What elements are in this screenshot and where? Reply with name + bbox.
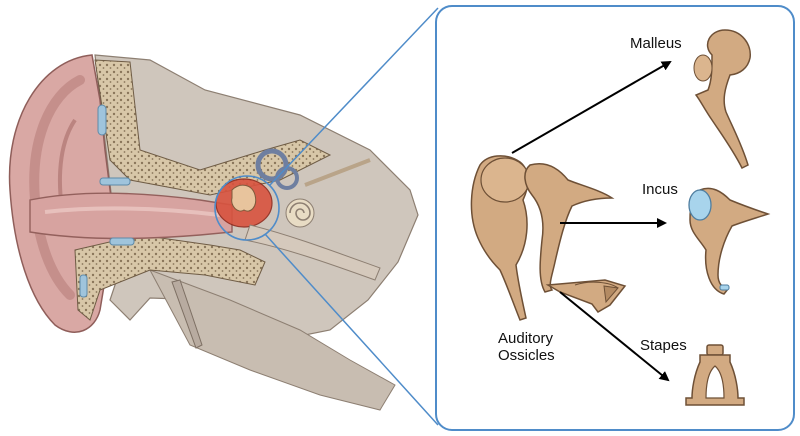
- zoom-line-bottom: [264, 233, 439, 426]
- incus-label: Incus: [642, 181, 678, 198]
- ear-illustration: [8, 54, 419, 411]
- cartilage-3: [109, 237, 135, 246]
- styloid-process: [171, 279, 203, 349]
- stapes-label: Stapes: [640, 337, 687, 354]
- cartilage-4: [79, 274, 88, 298]
- skull-bone-lower: [74, 234, 266, 321]
- auditory-ossicles-label-line2: Ossicles: [498, 347, 555, 364]
- stapes-bone: [685, 344, 745, 406]
- arrow-to-malleus: [511, 61, 672, 154]
- cartilage-1: [97, 104, 107, 136]
- incus-bone: [688, 187, 771, 295]
- auditory-ossicles-label-line1: Auditory: [498, 330, 554, 347]
- magnified-panel: [435, 5, 795, 431]
- cartilage-2: [99, 177, 131, 186]
- skull-bone-upper: [94, 59, 332, 196]
- arrow-to-stapes: [559, 291, 670, 382]
- zoom-line-top: [269, 7, 439, 186]
- ear-canal: [29, 192, 233, 240]
- malleus-label: Malleus: [630, 35, 682, 52]
- ossicle-chain: [470, 155, 627, 321]
- middle-ear-ossicles: [231, 184, 257, 212]
- neck-tissue: [148, 269, 396, 411]
- inner-ear: [255, 148, 371, 228]
- eustachian-tube: [244, 224, 381, 281]
- zoom-circle: [214, 175, 280, 241]
- ear-canal-highlight: [44, 206, 221, 217]
- malleus-bone: [693, 29, 751, 170]
